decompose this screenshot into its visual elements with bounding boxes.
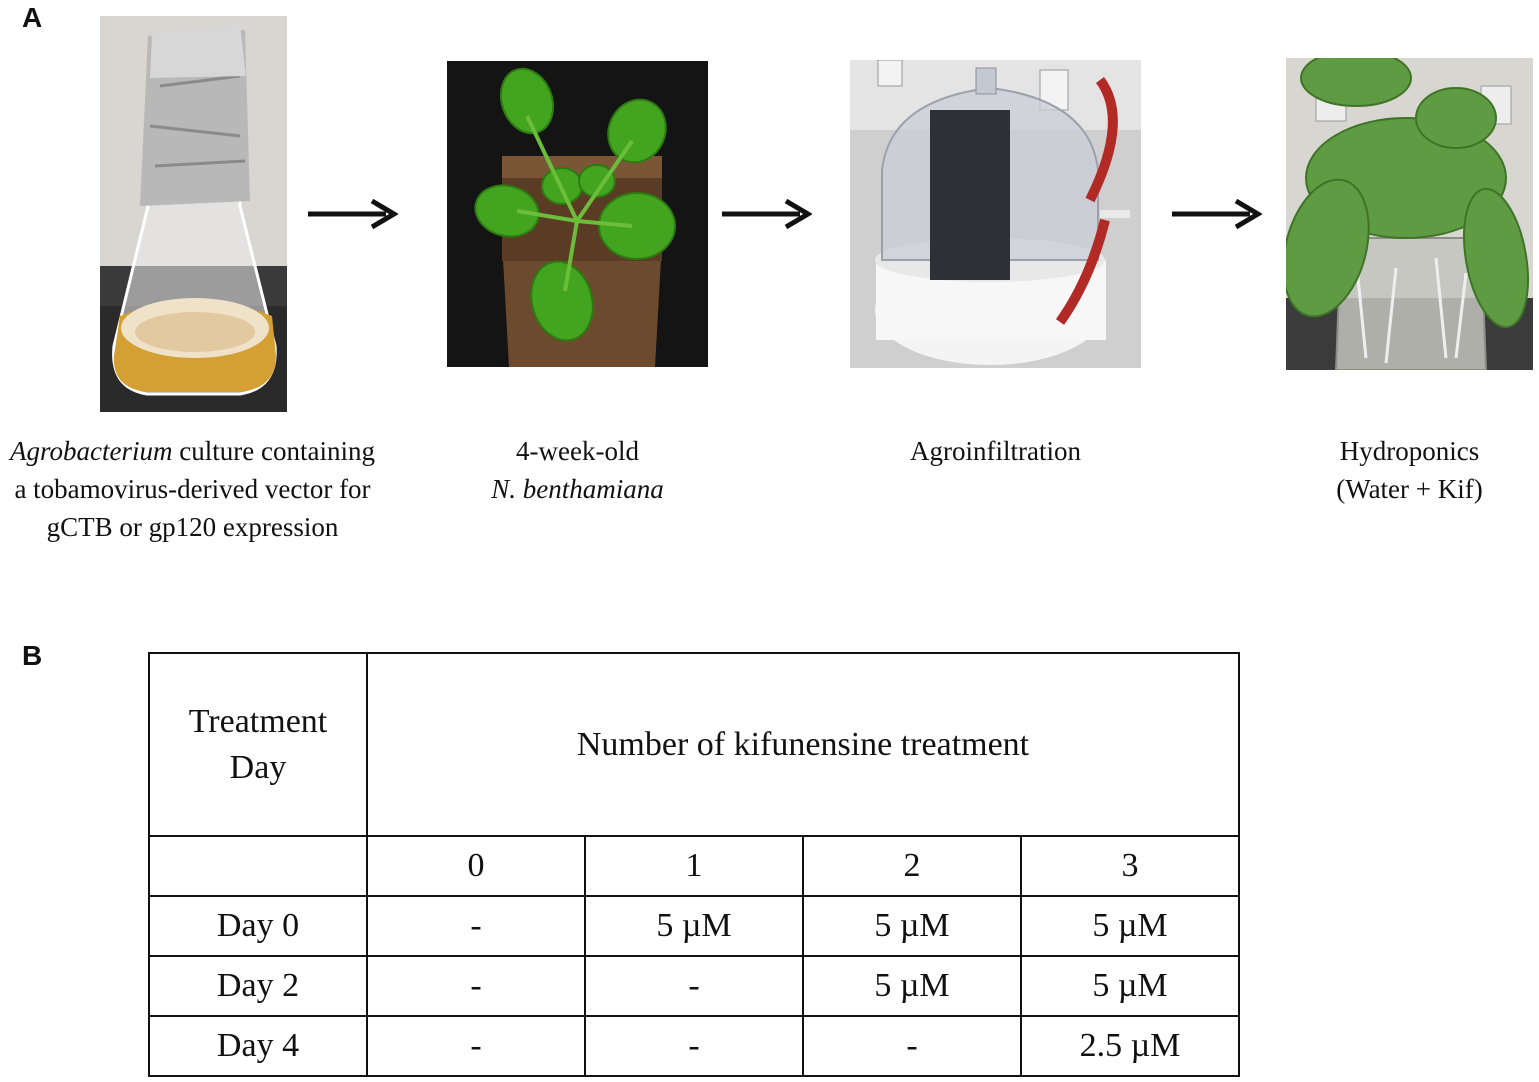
- table-cell: -: [584, 1015, 804, 1077]
- kifunensine-treatment-table: Treatment Day Number of kifunensine trea…: [148, 652, 1240, 1077]
- table-row: Day 0 - 5 µM 5 µM 5 µM: [148, 895, 1240, 957]
- caption-step-3-line1: Agroinfiltration: [910, 436, 1081, 466]
- caption-step-1-italic: Agrobacterium: [10, 436, 173, 466]
- table-cell: 2.5 µM: [1020, 1015, 1240, 1077]
- table-cell: -: [584, 955, 804, 1017]
- table-cell: 5 µM: [1020, 955, 1240, 1017]
- caption-step-1: Agrobacterium culture containing a tobam…: [0, 432, 385, 546]
- column-header: 1: [584, 835, 804, 897]
- header-treatment-day-line2: Day: [229, 748, 287, 786]
- header-treatment-day: Treatment Day: [148, 652, 368, 837]
- caption-step-4-line1: Hydroponics: [1339, 436, 1480, 466]
- caption-step-1-line2: a tobamovirus-derived vector for: [14, 474, 371, 504]
- column-header-empty: [148, 835, 368, 897]
- column-header: 3: [1020, 835, 1240, 897]
- caption-step-2-line2: N. benthamiana: [491, 474, 664, 504]
- arrow-right-1: [308, 198, 399, 235]
- caption-step-4-line2: (Water + Kif): [1336, 474, 1483, 504]
- caption-step-1-rest: culture containing: [172, 436, 375, 466]
- column-header: 0: [366, 835, 586, 897]
- vacuum-chamber-photo: [850, 60, 1141, 368]
- caption-step-2-line1: 4-week-old: [516, 436, 639, 466]
- hydroponic-plant-photo: [1286, 58, 1533, 370]
- caption-step-4: Hydroponics (Water + Kif): [1286, 432, 1533, 508]
- table-cell: 5 µM: [802, 955, 1022, 1017]
- row-day-label: Day 0: [148, 895, 368, 957]
- table-cell: 5 µM: [802, 895, 1022, 957]
- panel-b-label: B: [22, 640, 43, 671]
- table-row: Day 2 - - 5 µM 5 µM: [148, 955, 1240, 1017]
- table-cell: 5 µM: [584, 895, 804, 957]
- header-treatment-day-line1: Treatment: [188, 702, 328, 740]
- row-day-label: Day 4: [148, 1015, 368, 1077]
- caption-step-3: Agroinfiltration: [850, 432, 1141, 470]
- caption-step-1-line3: gCTB or gp120 expression: [46, 512, 339, 542]
- table-cell: -: [366, 895, 586, 957]
- arrow-right-2: [722, 198, 813, 235]
- row-day-label: Day 2: [148, 955, 368, 1017]
- table-cell: -: [366, 1015, 586, 1077]
- flask-culture-photo: [100, 16, 287, 412]
- table-cell: 5 µM: [1020, 895, 1240, 957]
- table-row: 0 1 2 3: [148, 835, 1240, 897]
- header-number-of-treatment: Number of kifunensine treatment: [366, 652, 1240, 837]
- column-header: 2: [802, 835, 1022, 897]
- table-row: Day 4 - - - 2.5 µM: [148, 1015, 1240, 1077]
- arrow-right-3: [1172, 198, 1263, 235]
- table-cell: -: [802, 1015, 1022, 1077]
- young-plant-photo: [447, 61, 708, 367]
- panel-a-label: A: [22, 2, 43, 33]
- table-cell: -: [366, 955, 586, 1017]
- caption-step-2: 4-week-old N. benthamiana: [447, 432, 708, 508]
